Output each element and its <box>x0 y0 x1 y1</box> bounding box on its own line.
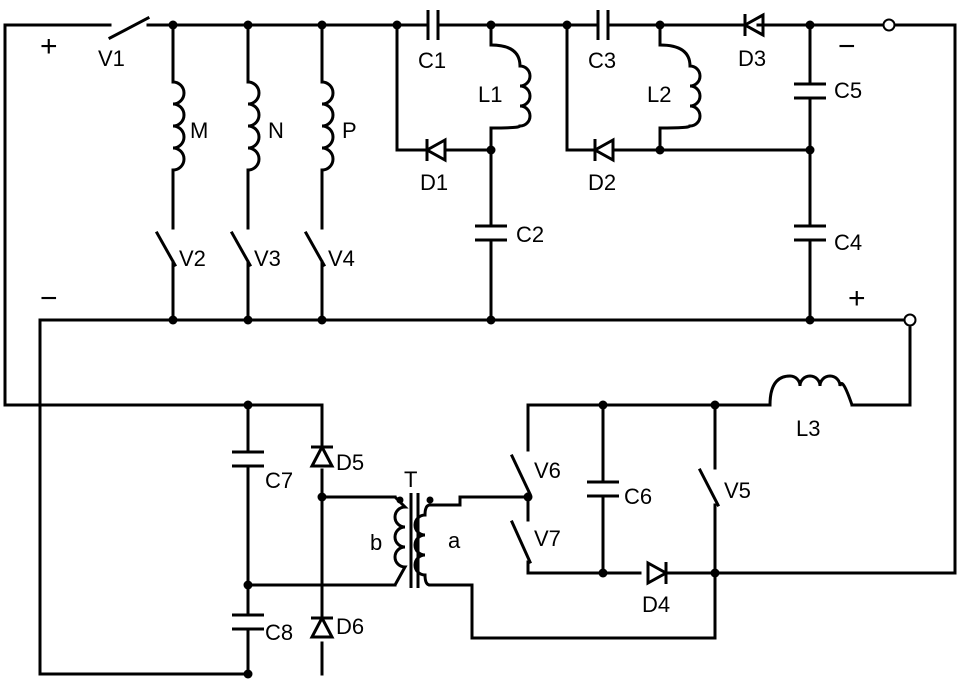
labels: + − − + V1 M N P V2 V3 V4 C1 L1 D1 C2 C3… <box>40 30 866 645</box>
switch-v1 <box>110 18 148 38</box>
capacitor-c7 <box>232 452 264 466</box>
label-m: M <box>190 118 208 143</box>
switch-v6 <box>512 456 530 494</box>
capacitor-c4 <box>794 226 826 240</box>
label-d4: D4 <box>642 592 670 617</box>
output-minus-sign: − <box>838 30 856 63</box>
label-d1: D1 <box>420 170 448 195</box>
inductor-l3 <box>770 376 852 405</box>
capacitor-c2 <box>475 226 507 240</box>
label-l1: L1 <box>478 82 502 107</box>
label-p: P <box>342 118 357 143</box>
label-c7: C7 <box>265 468 293 493</box>
label-v2: V2 <box>179 246 206 271</box>
junction-dots <box>169 21 815 679</box>
switch-v3 <box>232 233 250 265</box>
label-v3: V3 <box>254 246 281 271</box>
switch-v2 <box>157 233 175 265</box>
label-c8: C8 <box>265 620 293 645</box>
label-d6: D6 <box>336 614 364 639</box>
output-terminal-minus <box>884 20 895 31</box>
inductor-m <box>173 82 184 170</box>
output-plus-sign: + <box>848 282 866 315</box>
diode-d4 <box>648 562 666 584</box>
input-plus-sign: + <box>40 30 58 63</box>
label-n: N <box>268 118 284 143</box>
label-l3: L3 <box>796 416 820 441</box>
label-c4: C4 <box>834 230 862 255</box>
output-terminal-plus <box>905 315 916 326</box>
label-v4: V4 <box>328 246 355 271</box>
diode-d2 <box>595 139 613 161</box>
capacitor-c1 <box>428 10 438 40</box>
capacitor-c8 <box>232 615 264 629</box>
label-c2: C2 <box>516 222 544 247</box>
label-d3: D3 <box>738 46 766 71</box>
label-v7: V7 <box>534 526 561 551</box>
label-d2: D2 <box>588 170 616 195</box>
inductor-n <box>248 82 259 170</box>
label-l2: L2 <box>647 82 671 107</box>
label-c5: C5 <box>834 78 862 103</box>
label-v6: V6 <box>534 458 561 483</box>
capacitor-c5 <box>794 84 826 98</box>
capacitor-c3 <box>598 10 608 40</box>
switch-v7 <box>512 522 530 562</box>
capacitor-c6 <box>587 482 619 496</box>
label-d5: D5 <box>336 450 364 475</box>
label-b: b <box>370 530 382 555</box>
diode-d1 <box>427 139 445 161</box>
label-t: T <box>404 467 417 492</box>
inductor-p <box>322 82 333 170</box>
label-c6: C6 <box>624 484 652 509</box>
switch-v4 <box>306 233 324 265</box>
label-v5: V5 <box>724 478 751 503</box>
input-minus-sign: − <box>40 282 58 315</box>
label-a: a <box>448 528 461 553</box>
wires <box>5 25 955 674</box>
transformer-t <box>395 493 434 588</box>
label-c3: C3 <box>588 48 616 73</box>
switch-v5 <box>700 470 718 505</box>
label-v1: V1 <box>98 46 125 71</box>
winding-b <box>395 497 405 585</box>
diode-d6 <box>311 618 333 637</box>
label-c1: C1 <box>418 48 446 73</box>
diode-d5 <box>311 447 333 466</box>
